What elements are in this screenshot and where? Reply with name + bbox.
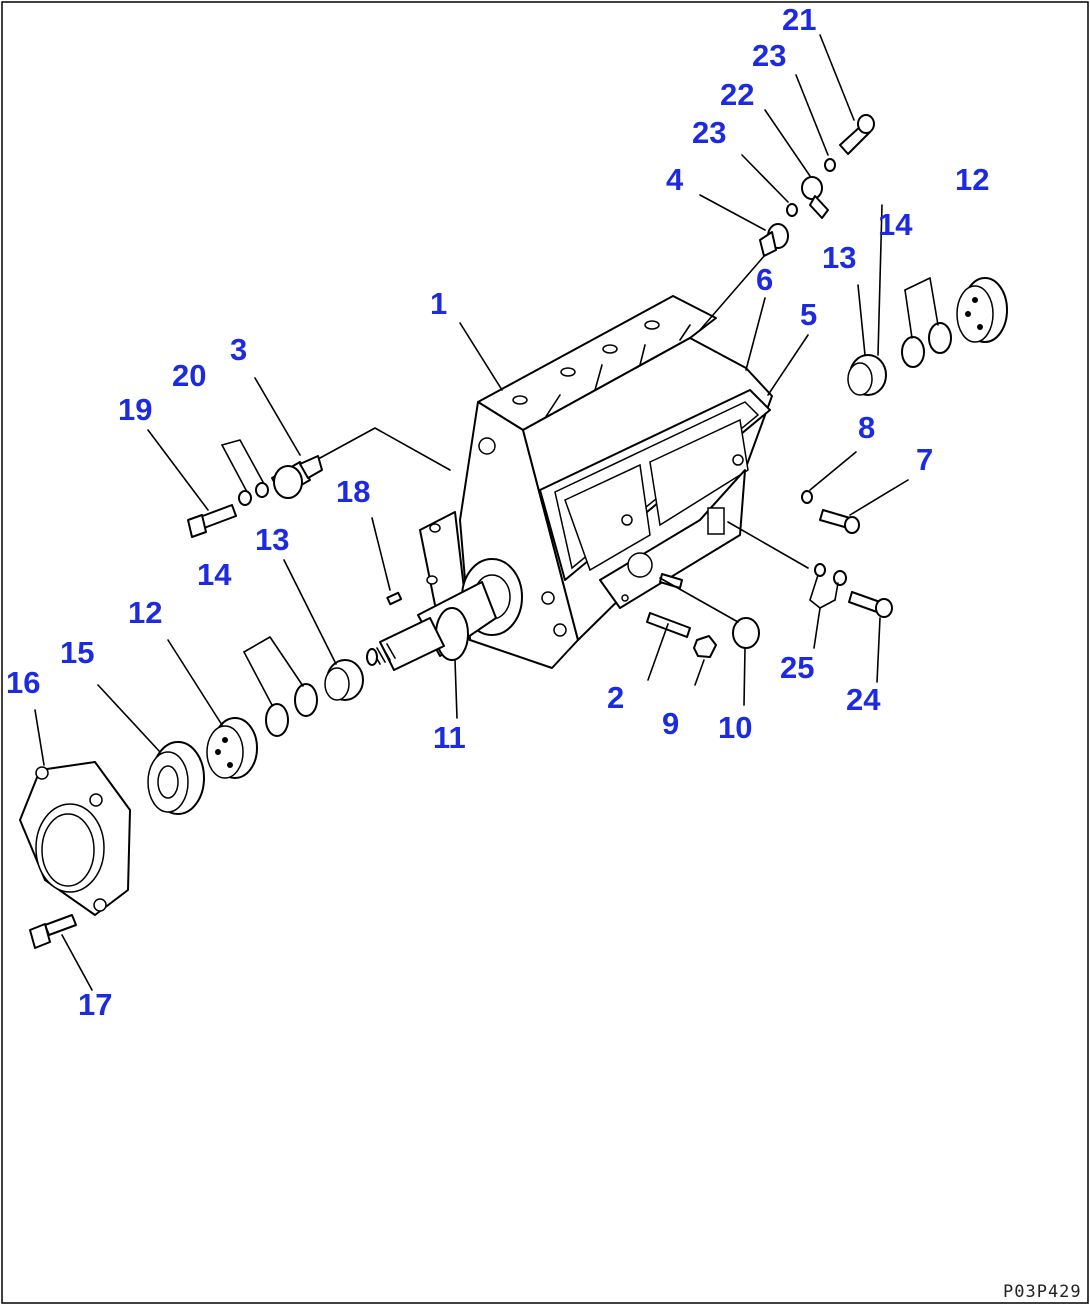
bearing-part-12-left xyxy=(206,717,258,779)
callout-8: 8 xyxy=(858,410,875,445)
bearing-part-12-right xyxy=(956,277,1008,343)
washer-part-25b xyxy=(833,570,847,586)
shim-part-14a xyxy=(294,683,318,717)
plug-part-3 xyxy=(271,455,323,499)
callout-11: 11 xyxy=(433,720,466,755)
washer-part-25a xyxy=(814,563,826,577)
callout-3: 3 xyxy=(230,332,247,367)
shim-part-14d xyxy=(928,322,952,354)
pump-housing-part-1 xyxy=(419,295,773,669)
callout-2: 2 xyxy=(607,680,624,715)
bushing-part-13-right xyxy=(847,354,887,396)
washer-part-8 xyxy=(801,490,813,504)
callout-23-upper: 23 xyxy=(752,38,786,73)
callout-23-lower: 23 xyxy=(692,115,726,150)
washer-part-20b xyxy=(238,490,252,506)
banjo-part-22 xyxy=(801,176,829,219)
leader-lines xyxy=(34,34,939,991)
callout-10: 10 xyxy=(718,710,752,745)
shim-part-14b xyxy=(265,703,289,737)
callout-25: 25 xyxy=(780,650,814,685)
callout-12-right: 12 xyxy=(955,162,989,197)
bolt-part-21 xyxy=(839,114,875,155)
callout-5: 5 xyxy=(800,297,817,332)
callout-7: 7 xyxy=(916,442,933,477)
callout-18: 18 xyxy=(336,474,370,509)
bolt-part-19 xyxy=(187,504,237,538)
callout-1: 1 xyxy=(430,286,447,321)
stud-housing xyxy=(659,573,683,589)
washer-part-23a xyxy=(786,203,798,217)
bolt-part-17 xyxy=(29,914,77,949)
drawing-code: P03P429 xyxy=(1003,1282,1082,1302)
bolt-part-24 xyxy=(848,591,893,618)
screw-part-7 xyxy=(819,509,860,534)
callout-14-right: 14 xyxy=(878,207,913,242)
callout-24: 24 xyxy=(846,682,881,717)
washer-part-20a xyxy=(255,482,269,498)
fitting-part-4 xyxy=(759,223,789,257)
callout-labels: 1 2 3 4 5 6 7 8 9 10 11 12 12 13 13 14 1… xyxy=(6,2,989,1022)
washer-part-23b xyxy=(824,158,836,172)
callout-12-left: 12 xyxy=(128,595,162,630)
callout-22: 22 xyxy=(720,77,754,112)
callout-4: 4 xyxy=(666,162,684,197)
callout-13-left: 13 xyxy=(255,522,289,557)
callout-17: 17 xyxy=(78,987,112,1022)
callout-9: 9 xyxy=(662,706,679,741)
callout-19: 19 xyxy=(118,392,152,427)
callout-6: 6 xyxy=(756,262,773,297)
callout-13-right: 13 xyxy=(822,240,856,275)
callout-14-left: 14 xyxy=(197,557,232,592)
woodruff-key-part-18 xyxy=(386,591,403,606)
callout-15: 15 xyxy=(60,635,94,670)
shim-part-14c xyxy=(901,336,925,368)
bearing-part-15 xyxy=(147,741,205,815)
callout-20: 20 xyxy=(172,358,206,393)
bushing-part-13-left xyxy=(324,659,364,701)
callout-21: 21 xyxy=(782,2,816,37)
stud-part-2 xyxy=(646,612,691,638)
o-ring-part-10 xyxy=(732,617,760,649)
bearing-cover-part-16 xyxy=(19,761,131,916)
callout-16: 16 xyxy=(6,665,40,700)
camshaft-part-11 xyxy=(366,581,497,671)
nut-part-9 xyxy=(693,635,717,658)
